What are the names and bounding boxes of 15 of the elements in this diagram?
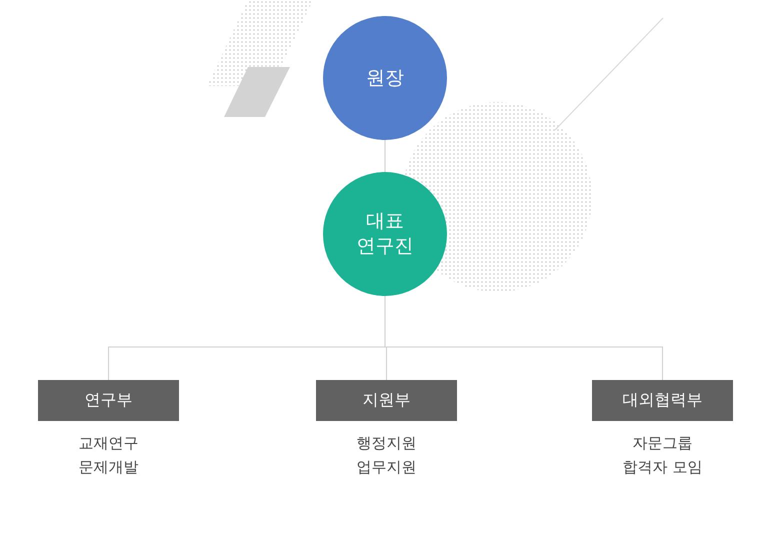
department-box	[38, 380, 179, 421]
duty-text: 자문그룹	[632, 433, 694, 454]
duty-text: 합격자 모임	[622, 457, 704, 478]
connector-line	[384, 140, 386, 172]
department-title: 연구부	[84, 390, 132, 411]
duty-text: 업무지원	[356, 457, 418, 478]
duty-text: 문제개발	[78, 457, 140, 478]
department-box	[316, 380, 457, 421]
duty-text: 행정지원	[356, 433, 418, 454]
department-title: 대외협력부	[622, 390, 702, 411]
duty-text: 교재연구	[78, 433, 140, 454]
role-title: 대표 연구진	[356, 209, 414, 259]
department-title: 지원부	[362, 390, 410, 411]
department-box	[592, 380, 733, 421]
role-title: 원장	[365, 66, 405, 90]
